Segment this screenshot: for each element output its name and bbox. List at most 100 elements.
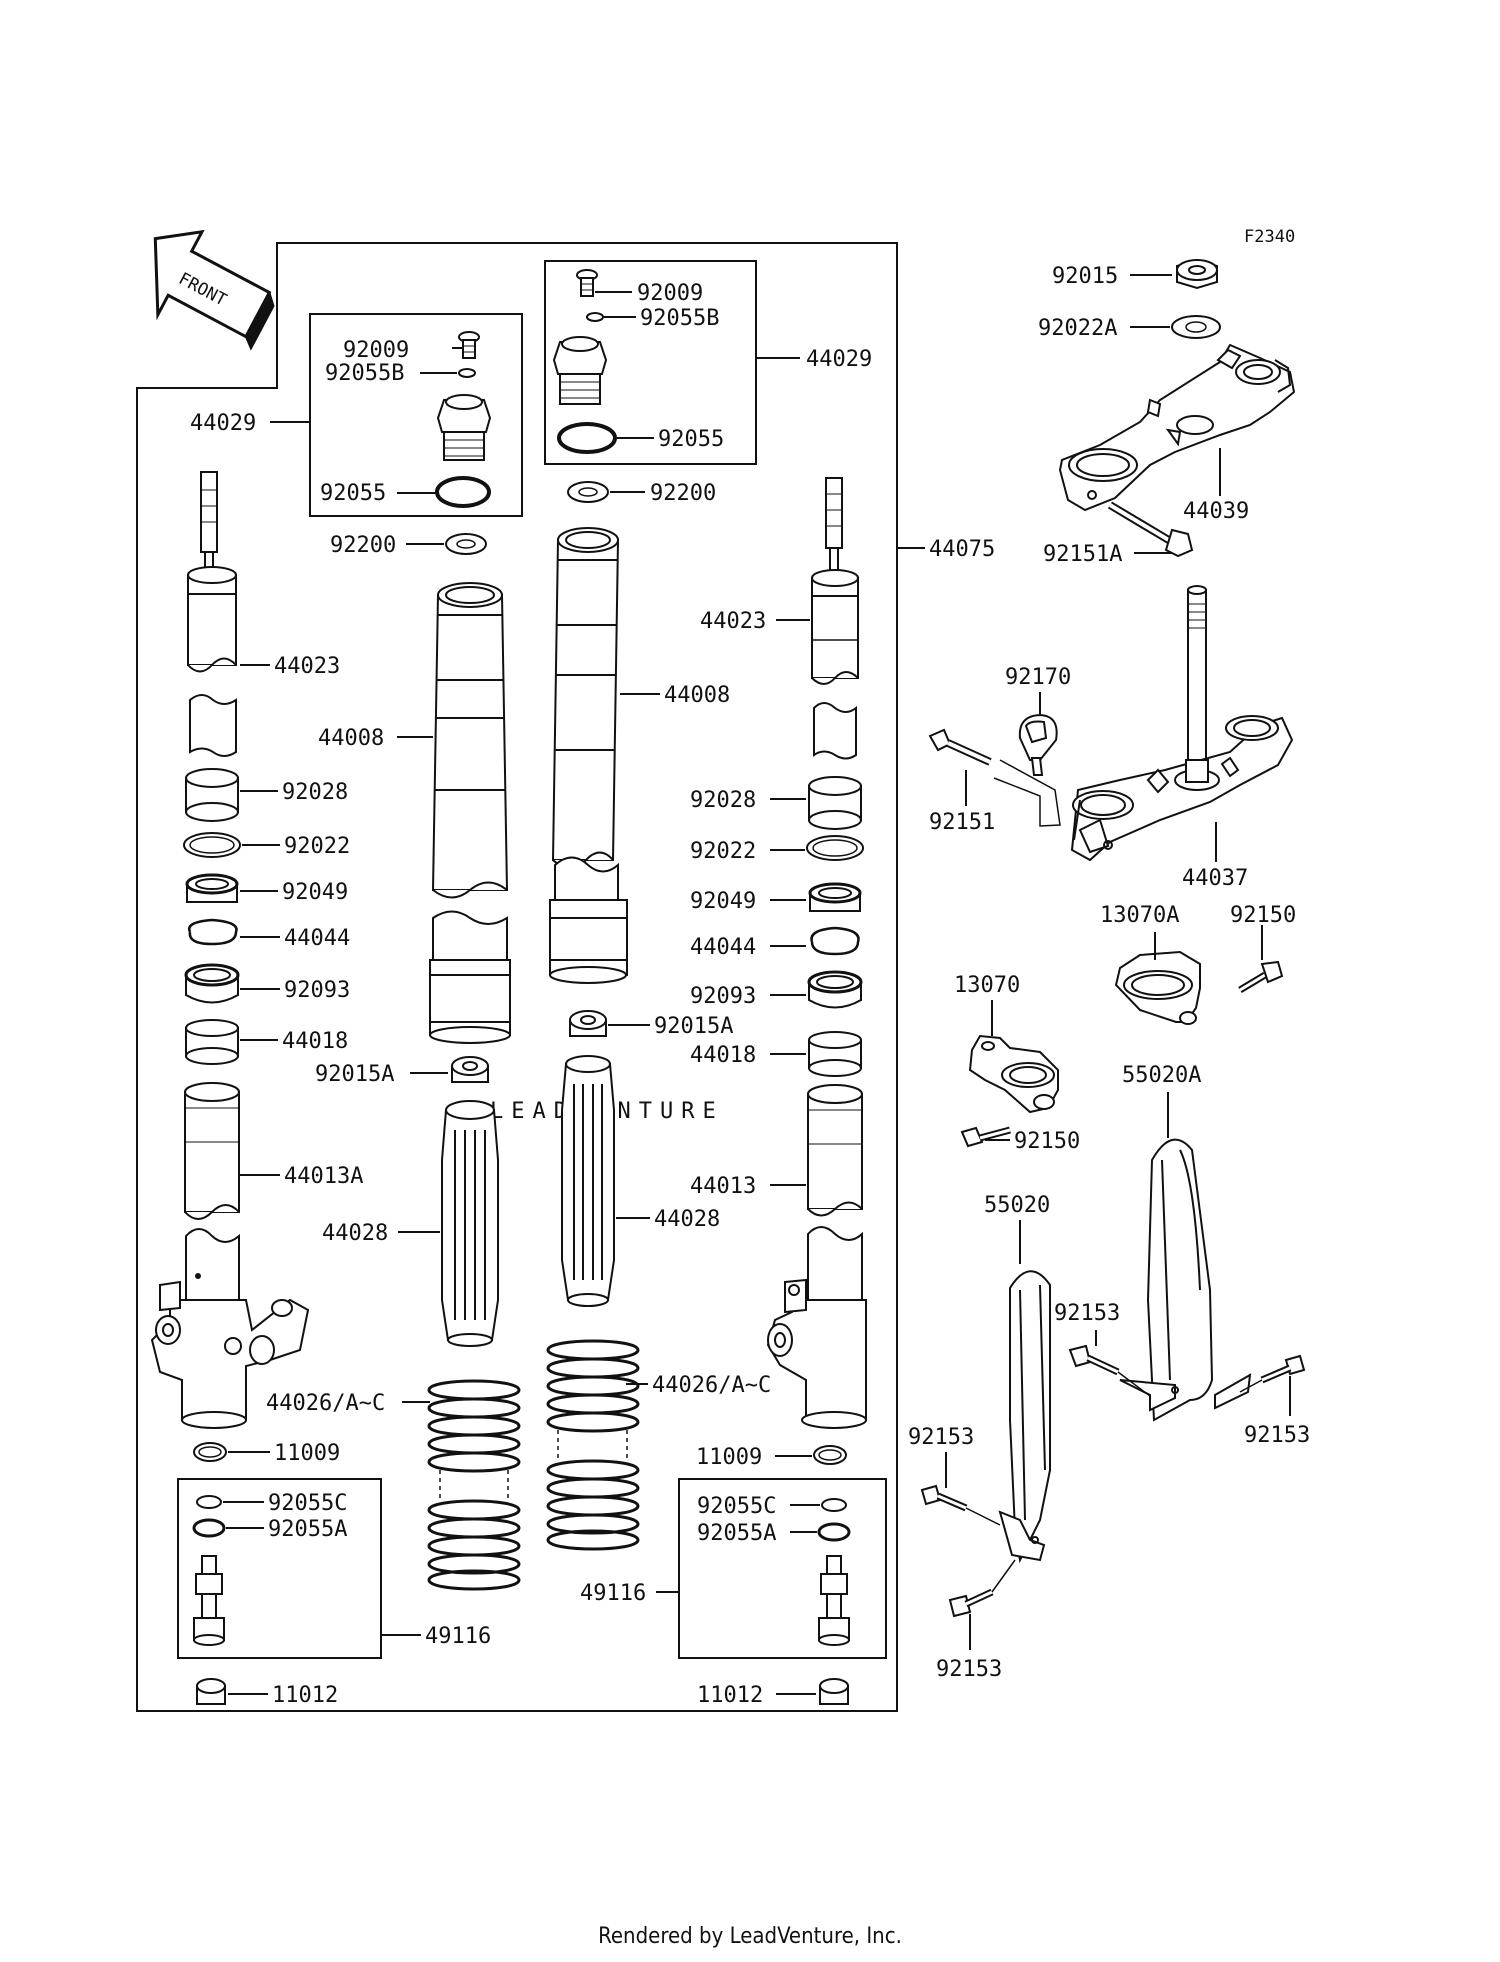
fork-assembly-outline (136, 242, 898, 1712)
fork-guard-55020-icon (998, 1270, 1051, 1564)
right-circlip-44044-icon (810, 926, 860, 956)
label-left-44029: 44029 (190, 411, 256, 436)
label-left-44028: 44028 (322, 1221, 388, 1246)
label-left-92055: 92055 (320, 481, 386, 506)
upper-bracket-44039-icon (1058, 343, 1296, 512)
bolt-92153-d-icon (948, 1559, 1016, 1618)
right-outer-tube-44008-icon (549, 527, 628, 984)
bolt-92151-icon (928, 728, 1061, 827)
label-44037: 44037 (1182, 866, 1248, 891)
left-outer-tube-44008-icon (429, 582, 511, 1044)
label-13070: 13070 (954, 973, 1020, 998)
label-left-92022: 92022 (284, 834, 350, 859)
right-cap-bolt-icon (552, 336, 608, 405)
left-bushing-92028-icon (185, 768, 239, 822)
right-inner-tube-44013-icon (807, 1084, 863, 1217)
bolt-92153-b-icon (1239, 1354, 1306, 1393)
left-circlip-44044-icon (188, 918, 238, 946)
label-right-11009: 11009 (696, 1445, 762, 1470)
right-bushing-92028-icon (808, 776, 862, 830)
left-valve-group-box (177, 1478, 382, 1659)
label-left-44013a: 44013A (284, 1164, 363, 1189)
label-92170: 92170 (1005, 665, 1071, 690)
label-13070a: 13070A (1100, 903, 1179, 928)
left-washer-92200-icon (445, 533, 487, 555)
left-oring-92055c-icon (196, 1495, 222, 1509)
left-cartridge-44028-icon (441, 1100, 499, 1347)
left-base-valve-49116-icon (193, 1555, 225, 1646)
stem-nut-92015-icon (1176, 258, 1218, 290)
right-damper-rod-44023-icon (811, 477, 859, 760)
front-arrow-icon: FRONT (153, 229, 275, 351)
right-oring-92055c-icon (821, 1498, 847, 1512)
label-right-92055a: 92055A (697, 1521, 776, 1546)
left-cap-bolt-icon (436, 394, 492, 461)
right-oring-92055-icon (557, 422, 617, 454)
right-nut-92015a-icon (569, 1010, 607, 1037)
right-oil-seal-92049-icon (808, 882, 862, 912)
label-right-44013: 44013 (690, 1174, 756, 1199)
label-44039: 44039 (1183, 499, 1249, 524)
label-right-44008: 44008 (664, 683, 730, 708)
label-right-44028: 44028 (654, 1207, 720, 1232)
label-left-92200: 92200 (330, 533, 396, 558)
label-92153-b: 92153 (1244, 1423, 1310, 1448)
left-inner-tube-44013a-icon (184, 1082, 240, 1220)
left-oil-seal-92049-icon (185, 873, 239, 903)
left-cap-group-box (309, 313, 523, 517)
footer-credit: Rendered by LeadVenture, Inc. (598, 1924, 902, 1949)
left-oring-92055-icon (435, 476, 491, 508)
label-92151: 92151 (929, 810, 995, 835)
label-left-92055b: 92055B (325, 361, 404, 386)
label-right-92015a: 92015A (654, 1014, 733, 1039)
label-left-44044: 44044 (284, 926, 350, 951)
label-left-11012: 11012 (272, 1683, 338, 1708)
label-right-44023: 44023 (700, 609, 766, 634)
label-92153-c: 92153 (908, 1425, 974, 1450)
label-left-49116: 49116 (425, 1624, 491, 1649)
label-left-92055c: 92055C (268, 1491, 347, 1516)
label-right-49116: 49116 (580, 1581, 646, 1606)
label-right-92049: 92049 (690, 889, 756, 914)
label-right-44075: 44075 (929, 537, 995, 562)
label-55020a: 55020A (1122, 1063, 1201, 1088)
label-right-92055: 92055 (658, 427, 724, 452)
bolt-92151a-icon (1107, 501, 1194, 558)
right-oring-92055b-icon (586, 312, 604, 322)
right-valve-group-box (678, 1478, 887, 1659)
label-92153-a: 92153 (1054, 1301, 1120, 1326)
bolt-92150-lower-icon (960, 1126, 1011, 1148)
label-92015: 92015 (1052, 264, 1118, 289)
figure-code: F2340 (1244, 227, 1295, 247)
label-left-44018: 44018 (282, 1029, 348, 1054)
left-bushing-44018-icon (185, 1019, 239, 1065)
right-washer-11009-icon (813, 1445, 847, 1465)
label-92022a: 92022A (1038, 316, 1117, 341)
brake-hose-clamp-13070a-icon (1114, 950, 1201, 1025)
right-axle-holder-icon (766, 1226, 867, 1429)
left-axle-holder-icon (150, 1228, 310, 1429)
label-right-92093: 92093 (690, 984, 756, 1009)
label-right-92055c: 92055C (697, 1494, 776, 1519)
label-left-44023: 44023 (274, 654, 340, 679)
left-spring-44026-icon (427, 1379, 521, 1591)
right-base-valve-49116-icon (818, 1555, 850, 1646)
bolt-92153-c-icon (920, 1484, 1001, 1526)
label-right-11012: 11012 (697, 1683, 763, 1708)
label-left-92015a: 92015A (315, 1062, 394, 1087)
fork-guard-55020a-icon (1119, 1138, 1252, 1422)
right-bushing-44018-icon (808, 1031, 862, 1077)
right-dust-seal-92093-icon (807, 970, 863, 1009)
label-left-92009: 92009 (343, 338, 409, 363)
left-nut-11012-icon (196, 1678, 226, 1705)
label-left-92049: 92049 (282, 880, 348, 905)
left-nut-92015a-icon (451, 1056, 489, 1083)
label-right-92022: 92022 (690, 839, 756, 864)
label-right-44044: 44044 (690, 935, 756, 960)
right-nut-11012-icon (819, 1678, 849, 1705)
bolt-92153-a-icon (1068, 1344, 1151, 1397)
label-92150-upper: 92150 (1230, 903, 1296, 928)
label-right-92028: 92028 (690, 788, 756, 813)
steering-stem-44037-icon (1070, 585, 1294, 862)
